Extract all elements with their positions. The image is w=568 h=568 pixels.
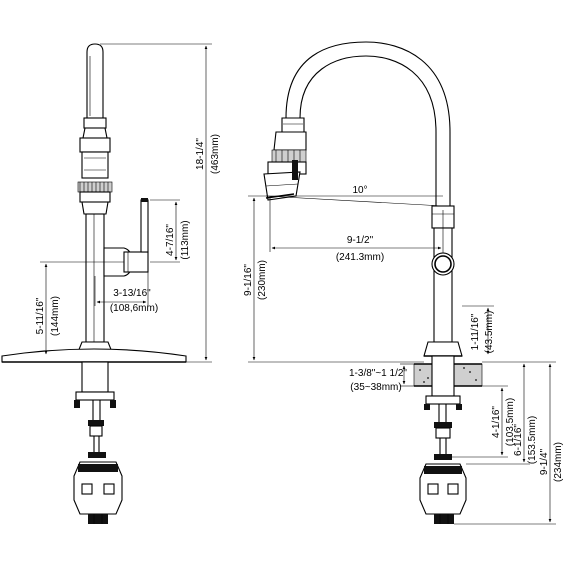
spout-height-label: 9-1/16" <box>243 264 254 296</box>
right-dimensions <box>248 195 556 525</box>
left-faucet-drawing <box>1 43 187 524</box>
handle-height-mm-label: (113mm) <box>180 220 191 259</box>
total-height-label: 18-1/4" <box>195 138 206 170</box>
shank-total-mm-label: (153.5mm) <box>527 416 538 464</box>
left-dimensions <box>40 43 212 363</box>
handle-height-label: 4-7/16" <box>165 224 176 256</box>
base-height-mm-label: (43.5mm) <box>484 311 495 354</box>
total-height-mm-label: (463mm) <box>210 134 221 174</box>
angle-label: 10° <box>352 185 367 196</box>
right-faucet-drawing <box>263 41 483 524</box>
deck-thickness-label: 1-3/8"~1 1/2" <box>349 368 407 379</box>
handle-reach-mm-label: (108,6mm) <box>110 303 158 314</box>
below-deck-total-label: 9-1/4" <box>539 448 550 475</box>
shank-total-label: 6-1/16" <box>513 424 524 456</box>
spout-body-height-label: 5-11/16" <box>35 297 46 334</box>
shank-length-mm-label: (103.5mm) <box>505 398 516 446</box>
shank-length-label: 4-1/16" <box>491 406 502 438</box>
spout-height-mm-label: (230mm) <box>257 260 268 300</box>
spout-body-height-mm-label: (144mm) <box>50 296 61 336</box>
spout-reach-label: 9-1/2" <box>347 235 374 246</box>
base-height-label: 1-11/16" <box>470 313 481 350</box>
below-deck-total-mm-label: (234mm) <box>553 442 564 482</box>
deck-thickness-mm-label: (35~38mm) <box>350 382 401 393</box>
handle-reach-label: 3-13/16" <box>113 288 151 299</box>
spout-reach-mm-label: (241.3mm) <box>336 252 384 263</box>
